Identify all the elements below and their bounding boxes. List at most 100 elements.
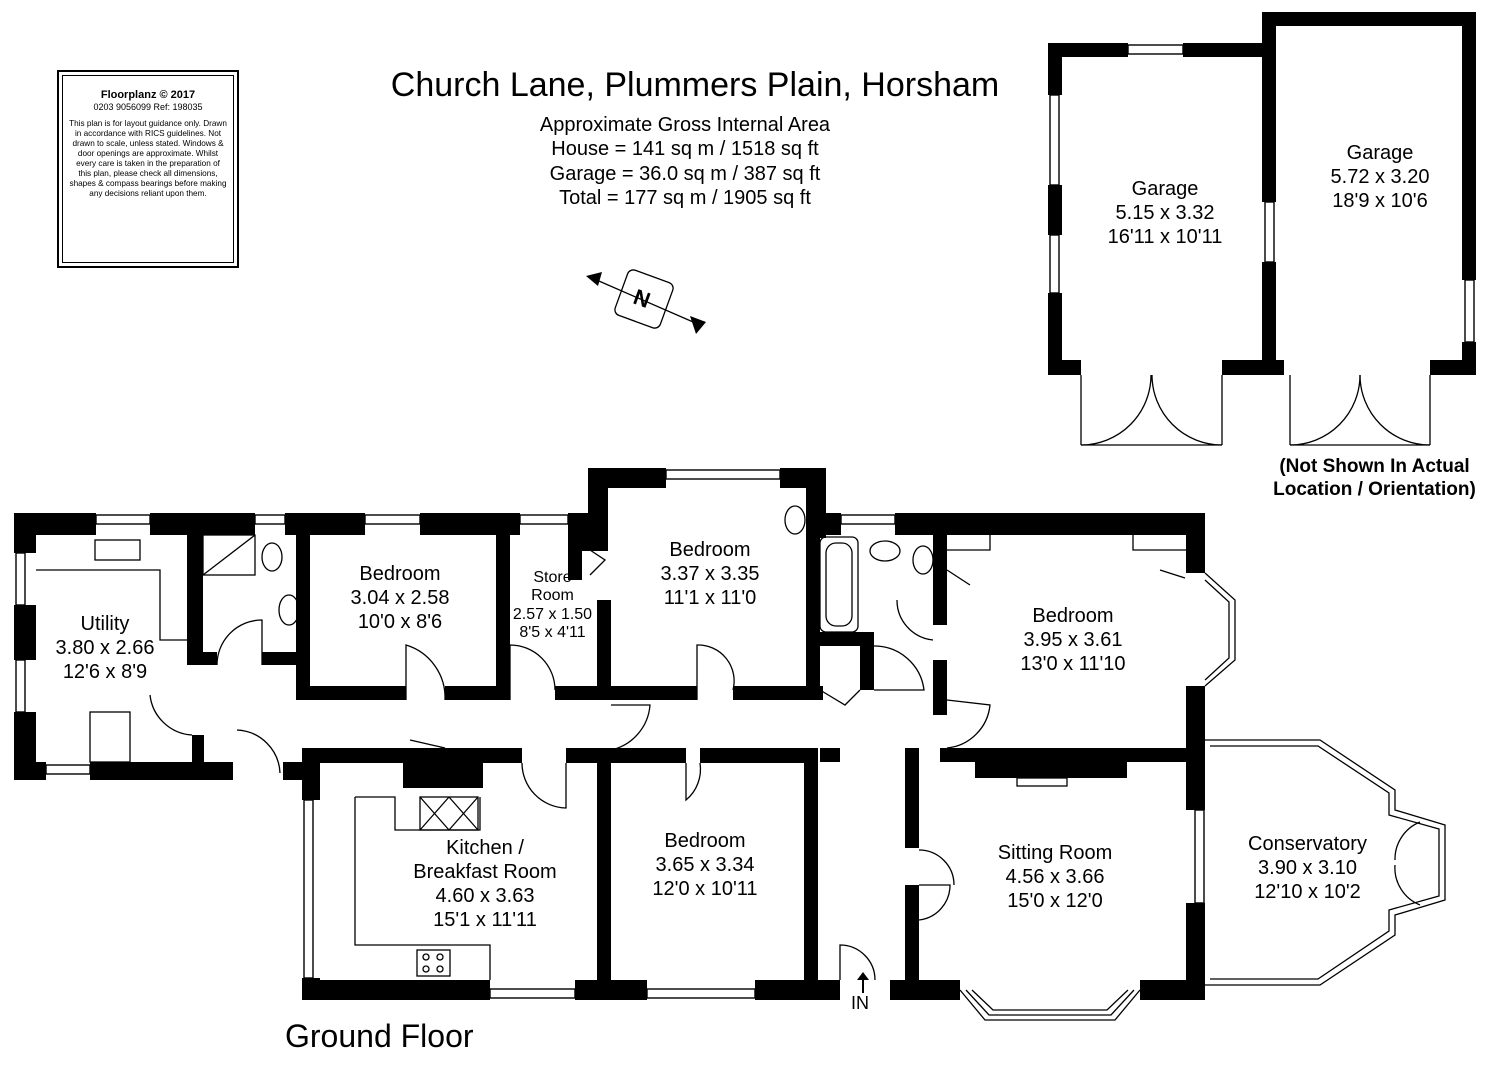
window xyxy=(1049,94,1060,186)
bay-window xyxy=(971,989,1129,1011)
room-name: Sitting Room xyxy=(997,842,1113,864)
sink xyxy=(94,539,141,561)
basin xyxy=(784,505,806,535)
wall xyxy=(890,980,960,1000)
hob-ring xyxy=(436,953,444,961)
room-bedroom-small: Bedroom 3.04 x 2.58 10'0 x 8'6 xyxy=(335,562,465,634)
room-imperial: 12'6 x 8'9 xyxy=(62,661,148,683)
room-imperial: 15'0 x 12'0 xyxy=(1007,890,1103,912)
room-name: Bedroom xyxy=(669,539,751,561)
door-swing xyxy=(1080,374,1152,446)
wall xyxy=(285,513,365,535)
wall xyxy=(14,513,36,553)
wall xyxy=(1430,360,1476,375)
window xyxy=(95,514,151,525)
wall xyxy=(597,686,697,700)
wall xyxy=(806,513,841,535)
bay-window xyxy=(1204,572,1236,687)
floor-label: Ground Floor xyxy=(285,1018,474,1054)
door-swing xyxy=(918,884,951,921)
wall xyxy=(568,535,582,580)
door-swing xyxy=(896,599,934,641)
room-metric: 3.65 x 3.34 xyxy=(655,854,755,876)
hob-ring xyxy=(422,953,430,961)
window xyxy=(1127,44,1184,55)
worktop xyxy=(36,569,187,641)
window xyxy=(1264,201,1275,263)
hob-ring xyxy=(436,965,444,973)
wall xyxy=(1262,262,1276,375)
door-swing xyxy=(839,944,876,981)
area-garage: Garage = 36.0 sq m / 387 sq ft xyxy=(549,162,821,185)
door-swing xyxy=(1394,821,1421,861)
wall xyxy=(806,535,820,700)
room-imperial: 18'9 x 10'6 xyxy=(1332,190,1428,212)
worktop xyxy=(354,797,491,980)
wall xyxy=(755,980,840,1000)
wall xyxy=(496,535,510,700)
garage-orientation-note: (Not Shown In Actual Location / Orientat… xyxy=(1262,455,1487,501)
room-imperial: 12'10 x 10'2 xyxy=(1254,881,1361,903)
wardrobe xyxy=(947,535,991,551)
door-swing xyxy=(685,762,702,802)
toilet xyxy=(261,542,283,572)
door-swing xyxy=(216,619,263,666)
wall xyxy=(1048,43,1128,57)
area-heading: Approximate Gross Internal Area xyxy=(539,114,831,136)
wall xyxy=(1186,513,1205,573)
wall xyxy=(403,748,483,788)
disclaimer-text: This plan is for layout guidance only. D… xyxy=(69,119,227,199)
area-total: Total = 177 sq m / 1905 sq ft xyxy=(559,187,811,210)
room-name: Garage xyxy=(1346,142,1414,164)
room-metric: 3.04 x 2.58 xyxy=(350,587,450,609)
wardrobe xyxy=(1132,535,1186,551)
room-name-2: Breakfast Room xyxy=(413,861,557,883)
shower xyxy=(202,534,256,576)
wall xyxy=(933,535,947,625)
wall xyxy=(1048,360,1081,375)
wall xyxy=(445,686,510,700)
room-imperial: 11'1 x 11'0 xyxy=(663,587,757,609)
basin xyxy=(278,594,300,626)
room-imperial: 15'1 x 11'11 xyxy=(433,909,537,931)
bay-window xyxy=(1204,579,1230,681)
disclaimer-box: Floorplanz © 2017 0203 9056099 Ref: 1980… xyxy=(57,70,239,268)
wall xyxy=(933,686,947,701)
wall xyxy=(806,632,874,646)
room-metric: 2.57 x 1.50 xyxy=(512,605,593,623)
wall xyxy=(1140,980,1205,1000)
conservatory-outline xyxy=(1205,739,1446,986)
wall xyxy=(895,513,1205,535)
room-imperial: 16'11 x 10'11 xyxy=(1107,226,1223,248)
room-bedroom-rear: Bedroom 3.37 x 3.35 11'1 x 11'0 xyxy=(640,538,780,610)
room-garage-1: Garage 5.15 x 3.32 16'11 x 10'11 xyxy=(1095,177,1235,249)
room-imperial: 13'0 x 11'10 xyxy=(1020,653,1126,675)
wall xyxy=(597,600,611,700)
bath xyxy=(819,536,859,633)
window xyxy=(519,514,569,525)
door-swing xyxy=(1289,374,1361,446)
room-imperial: 12'0 x 10'11 xyxy=(652,878,758,900)
wall xyxy=(90,762,233,780)
appliance-x xyxy=(419,796,450,831)
note-line: (Not Shown In Actual xyxy=(1279,456,1470,477)
wall xyxy=(14,762,46,780)
room-name: Kitchen / xyxy=(446,837,524,859)
area-summary: Approximate Gross Internal Area House = … xyxy=(430,113,940,211)
wall xyxy=(1262,12,1276,202)
wall xyxy=(262,652,302,665)
door-swing xyxy=(918,849,955,886)
wall xyxy=(905,748,919,848)
room-bedroom-main: Bedroom 3.95 x 3.61 13'0 x 11'10 xyxy=(998,604,1148,676)
room-name: Conservatory xyxy=(1248,833,1367,855)
room-bedroom-front: Bedroom 3.65 x 3.34 12'0 x 10'11 xyxy=(635,829,775,901)
wall xyxy=(420,513,520,535)
wall xyxy=(588,468,608,538)
door-swing xyxy=(589,549,607,576)
wall xyxy=(14,605,36,660)
wardrobe xyxy=(946,569,971,586)
door-swing xyxy=(873,645,925,691)
wall xyxy=(575,980,647,1000)
room-metric: 3.37 x 3.35 xyxy=(660,563,760,585)
